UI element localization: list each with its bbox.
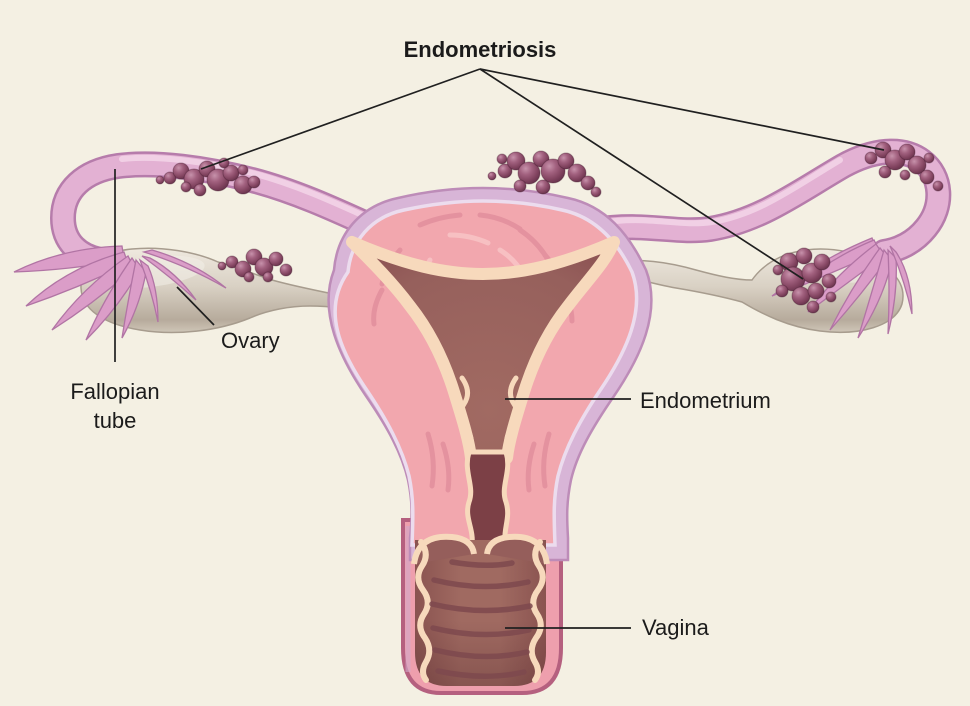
lesion-cluster-uterine-fundus bbox=[487, 150, 602, 198]
title-endometriosis: Endometriosis bbox=[403, 37, 557, 62]
leader-line-ovary-pointer bbox=[176, 286, 215, 326]
vaginal-rugae bbox=[429, 559, 533, 679]
lesion-cluster-left-tubo-ovarian-ligament bbox=[217, 248, 293, 283]
cervix-lobe-right bbox=[484, 533, 550, 565]
left-fimbriae bbox=[13, 245, 227, 341]
leader-line-endometriosis-to-right-tube bbox=[479, 68, 885, 151]
right-fallopian-tube bbox=[582, 138, 952, 265]
vaginal-mucosa-borders bbox=[415, 539, 546, 683]
label-fallopian-tube: Fallopian tube bbox=[70, 379, 160, 433]
cervical-canal bbox=[464, 449, 511, 548]
label-endometrium: Endometrium bbox=[640, 388, 771, 413]
lining-scallops bbox=[458, 375, 520, 457]
lesion-cluster-left-fallopian-tube bbox=[155, 157, 261, 197]
leader-line-endometriosis-to-right-ovary bbox=[479, 68, 804, 280]
left-fallopian-tube bbox=[49, 151, 397, 273]
label-vagina: Vagina bbox=[642, 615, 709, 640]
cervix-lobe-left bbox=[411, 533, 477, 565]
uterine-cavity bbox=[346, 236, 620, 464]
lesion-cluster-right-ovary bbox=[772, 247, 837, 314]
leader-lines bbox=[114, 68, 885, 629]
label-ovary: Ovary bbox=[221, 328, 280, 353]
uterus bbox=[327, 186, 653, 562]
lesion-clusters bbox=[155, 141, 944, 314]
vaginal-canal bbox=[411, 533, 550, 686]
lesion-cluster-right-fallopian-tube bbox=[864, 141, 944, 192]
muscle-texture bbox=[371, 212, 575, 493]
leader-line-endometriosis-to-left-tube bbox=[200, 68, 481, 170]
